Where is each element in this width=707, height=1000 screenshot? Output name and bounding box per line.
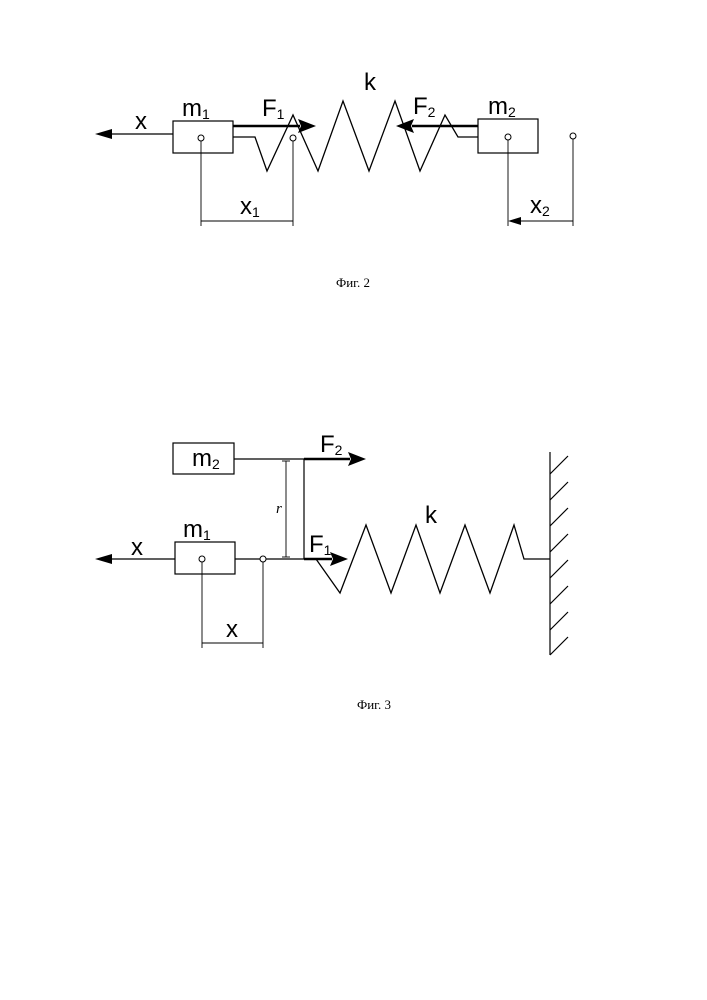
fig2-axis-arrowhead bbox=[95, 129, 112, 139]
fig2-mass-2-center bbox=[505, 134, 511, 140]
fig2-reference-point-2 bbox=[570, 133, 576, 139]
fig3-mass-1-label: m1 bbox=[183, 516, 211, 543]
fig3-axis-arrowhead bbox=[95, 554, 112, 564]
fig3-spring-label: k bbox=[425, 502, 438, 529]
figure-3: x m2 F2 m1 r F1 k bbox=[95, 431, 568, 712]
fig2-mass-1-label: m1 bbox=[182, 95, 210, 122]
fig3-lever-label: r bbox=[276, 501, 282, 517]
fig3-force-1-arrowhead bbox=[330, 552, 348, 566]
fig2-spring-label: k bbox=[364, 69, 377, 96]
figure-2: x m1 m2 k F1 F2 x1 x2 Ф bbox=[95, 69, 576, 290]
fig3-force-1-label: F1 bbox=[309, 531, 332, 558]
fig3-mass-1-center bbox=[199, 556, 205, 562]
fig2-mass-1-center bbox=[198, 135, 204, 141]
fig2-force-1-arrowhead bbox=[298, 119, 316, 133]
fig3-reference-point bbox=[260, 556, 266, 562]
fig2-mass-2-label: m2 bbox=[488, 93, 516, 120]
fig2-dim-2-label: x2 bbox=[530, 192, 550, 219]
fig3-axis-label: x bbox=[131, 534, 143, 561]
fig2-dim-1-label: x1 bbox=[240, 193, 260, 220]
fig3-wall-hatching bbox=[550, 456, 568, 655]
fig2-caption: Фиг. 2 bbox=[336, 275, 370, 290]
fig3-dim-label: x bbox=[226, 616, 238, 643]
fig2-axis-label: x bbox=[135, 108, 147, 135]
fig2-force-1-label: F1 bbox=[262, 95, 285, 122]
fig2-reference-point-1 bbox=[290, 135, 296, 141]
fig2-force-2-label: F2 bbox=[413, 93, 436, 120]
fig2-dim-2-arrowhead bbox=[508, 217, 521, 225]
fig3-caption: Фиг. 3 bbox=[357, 697, 391, 712]
fig3-force-2-label: F2 bbox=[320, 431, 343, 458]
fig3-force-2-arrowhead bbox=[348, 452, 366, 466]
